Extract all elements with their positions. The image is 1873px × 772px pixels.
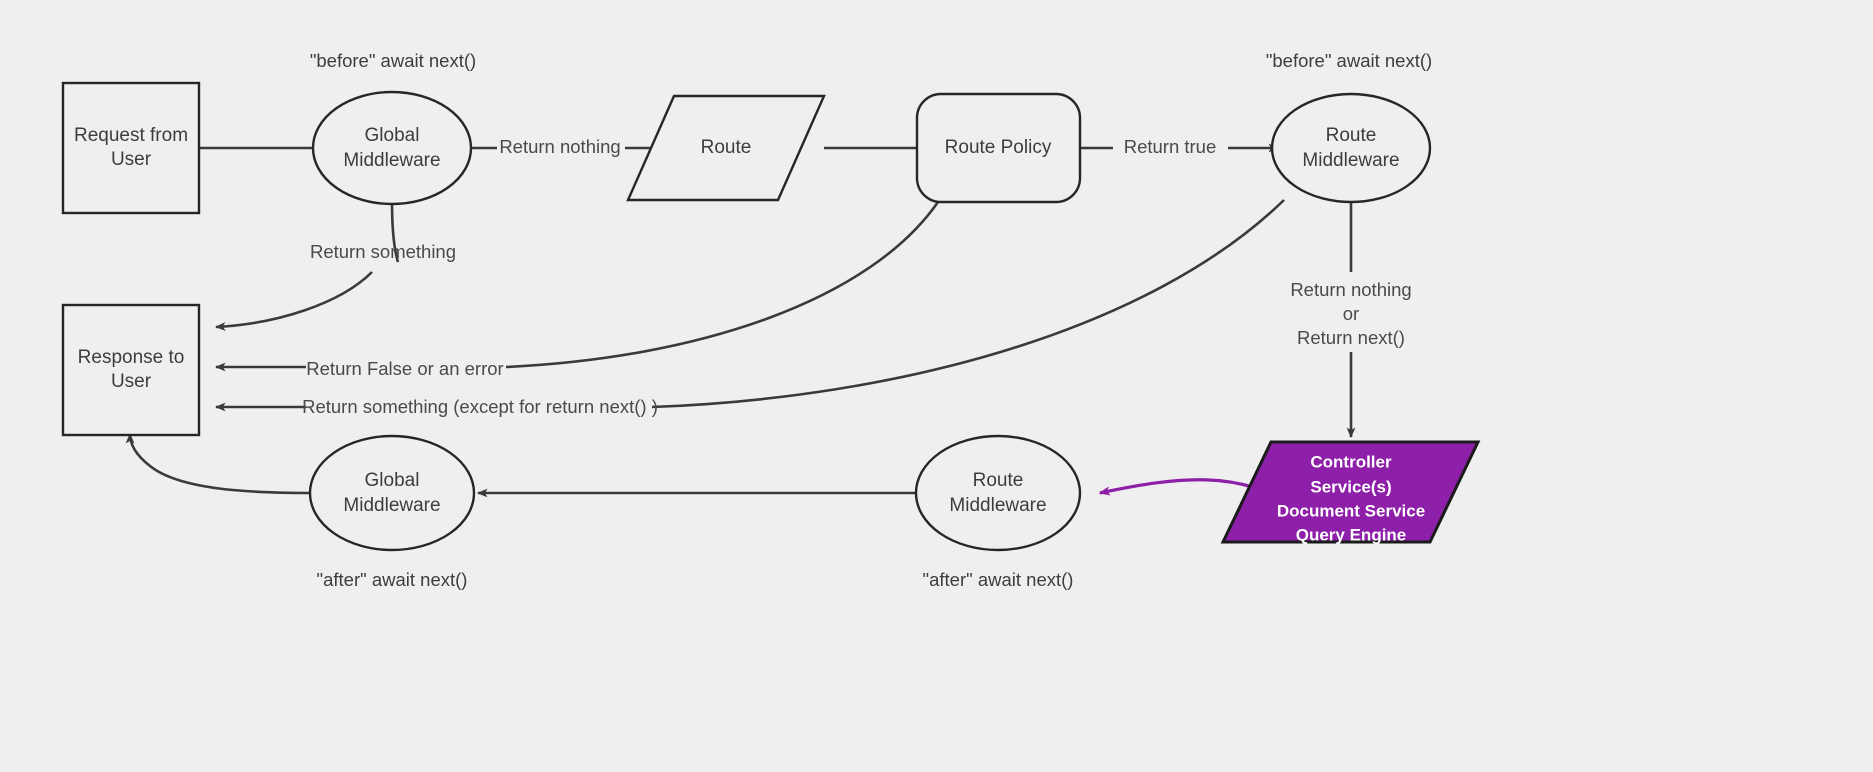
edge-label-return-false-or-error: Return False or an error xyxy=(306,358,503,379)
edge-global-middleware-return-something xyxy=(215,201,400,331)
node-global-middleware-after[interactable]: Global Middleware xyxy=(308,434,476,552)
node-route[interactable]: Route xyxy=(626,94,826,202)
node-global-middleware-before[interactable]: Global Middleware xyxy=(311,90,473,206)
annotation-after-await-next-route: "after" await next() xyxy=(923,569,1074,590)
node-route-middleware-after-line2: Middleware xyxy=(949,495,1046,516)
edge-route-middleware-return-something xyxy=(215,199,1285,412)
edge-label-return-something: Return something xyxy=(310,241,456,262)
node-route-policy[interactable]: Route Policy xyxy=(915,92,1082,204)
edge-label-return-nothing-or-next-line3: Return next() xyxy=(1297,327,1405,348)
node-route-policy-label: Route Policy xyxy=(945,137,1052,158)
edge-label-return-nothing-or-next-line2: or xyxy=(1343,303,1359,324)
node-request-from-user[interactable]: Request from User xyxy=(61,81,201,215)
annotation-before-await-next-global: "before" await next() xyxy=(310,50,476,71)
node-global-middleware-after-line2: Middleware xyxy=(343,495,440,516)
node-route-label: Route xyxy=(701,137,752,158)
node-controller-services[interactable]: Controller Service(s) Document Service Q… xyxy=(1220,440,1481,544)
node-route-middleware-before-line2: Middleware xyxy=(1302,150,1399,171)
edge-label-return-nothing: Return nothing xyxy=(499,136,620,157)
node-response-to-user[interactable]: Response to User xyxy=(61,303,201,437)
edge-label-return-something-except-next: Return something (except for return next… xyxy=(302,396,658,417)
edge-label-return-true: Return true xyxy=(1124,136,1217,157)
node-global-middleware-after-line1: Global xyxy=(365,470,420,491)
node-controller-services-line1: Controller xyxy=(1310,452,1392,471)
node-controller-services-line2: Service(s) xyxy=(1310,477,1391,496)
annotation-after-await-next-global: "after" await next() xyxy=(317,569,468,590)
node-route-middleware-after[interactable]: Route Middleware xyxy=(914,434,1082,552)
node-global-middleware-before-line1: Global xyxy=(365,125,420,146)
edge-global-middleware-after-to-response xyxy=(125,433,313,495)
node-route-middleware-after-line1: Route xyxy=(973,470,1024,491)
node-route-middleware-before-line1: Route xyxy=(1326,125,1377,146)
node-response-to-user-line2: User xyxy=(111,371,152,392)
node-controller-services-line3: Document Service xyxy=(1277,501,1425,520)
edge-label-return-nothing-or-next-line1: Return nothing xyxy=(1290,279,1411,300)
node-request-from-user-line2: User xyxy=(111,149,152,170)
node-controller-services-line4: Query Engine xyxy=(1296,525,1407,544)
node-global-middleware-before-line2: Middleware xyxy=(343,150,440,171)
node-request-from-user-line1: Request from xyxy=(74,125,188,146)
annotation-before-await-next-route: "before" await next() xyxy=(1266,50,1432,71)
edge-route-policy-return-false xyxy=(215,201,940,372)
node-response-to-user-line1: Response to xyxy=(78,347,185,368)
node-route-middleware-before[interactable]: Route Middleware xyxy=(1270,92,1432,204)
